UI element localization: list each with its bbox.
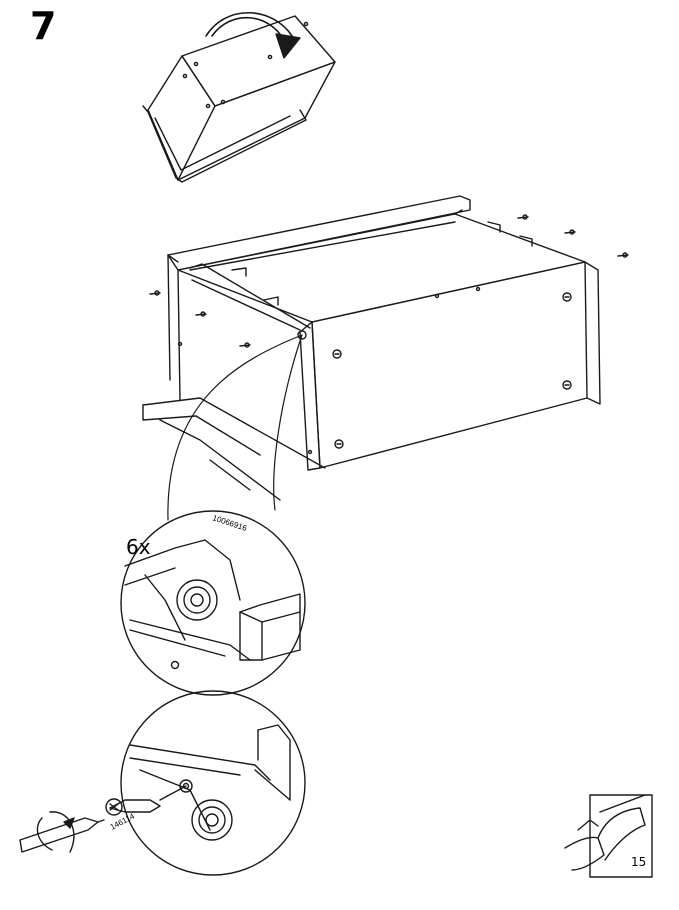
page-turn-icon bbox=[564, 794, 653, 878]
rotate-arrow-icon bbox=[211, 16, 285, 41]
screwdriver-icon bbox=[19, 811, 105, 853]
page-number: 15 bbox=[631, 855, 647, 869]
screw-icon bbox=[109, 799, 161, 813]
step-number: 7 bbox=[30, 4, 57, 48]
detail-circle-screw: 146114 bbox=[105, 690, 306, 876]
quantity-label: 6x bbox=[126, 535, 151, 559]
drawer-body-drawing bbox=[142, 195, 629, 501]
flipped-drawer-drawing bbox=[142, 12, 336, 183]
